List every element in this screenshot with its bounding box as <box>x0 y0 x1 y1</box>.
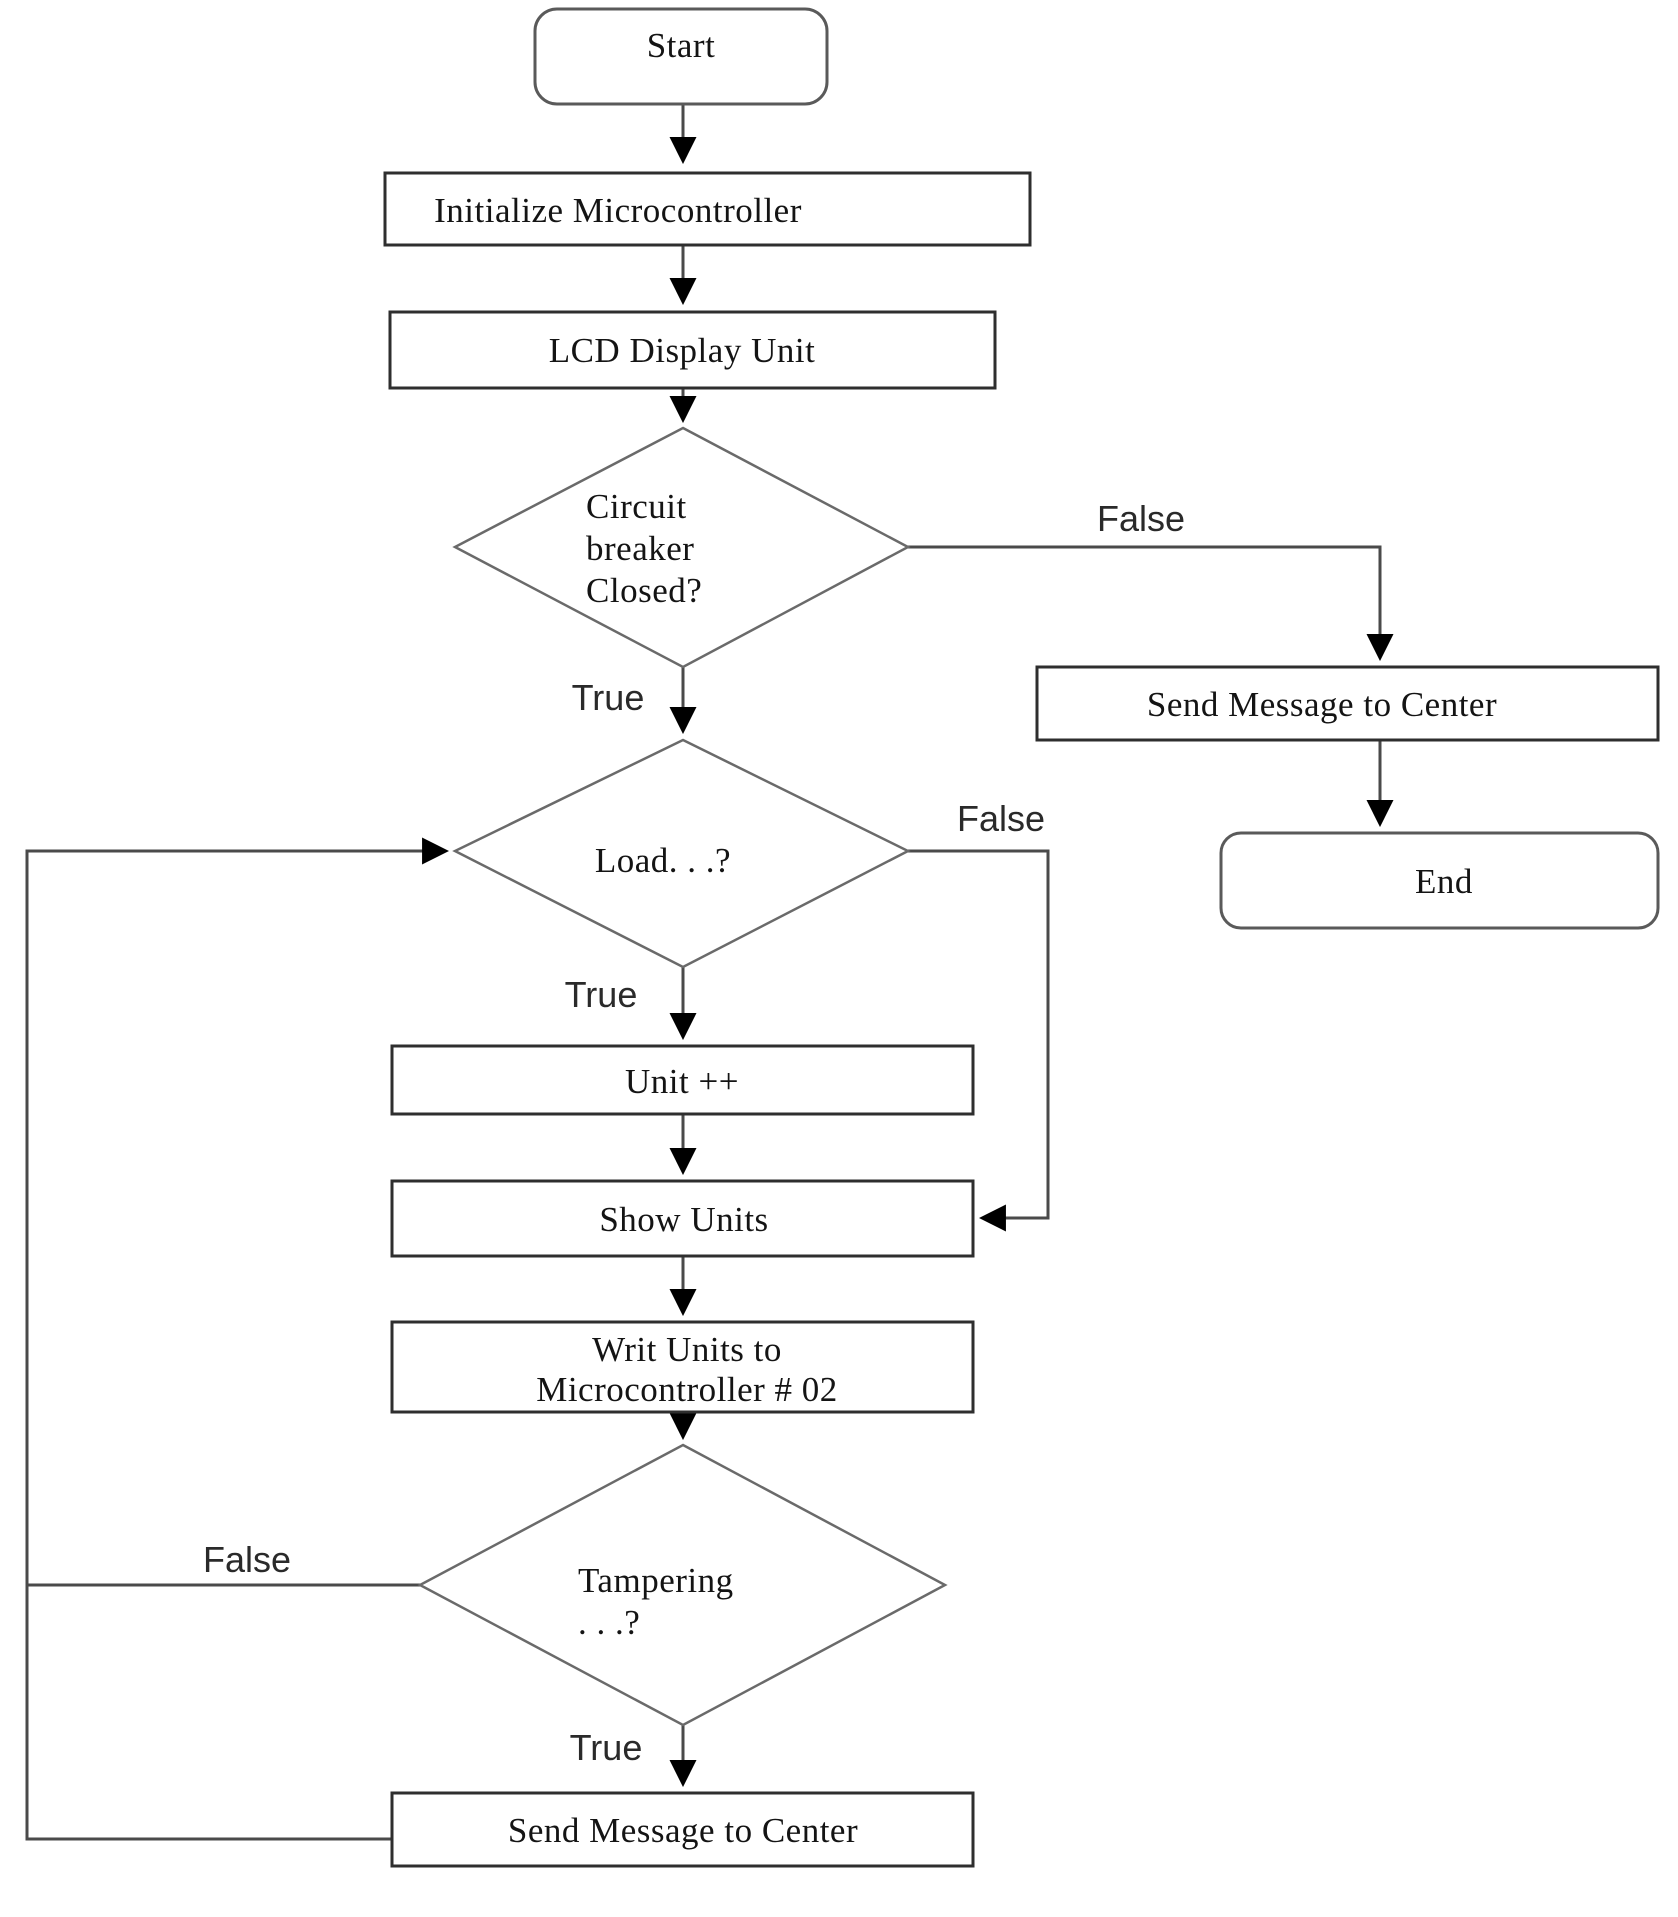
initialize-label: Initialize Microcontroller <box>434 191 802 230</box>
tampering-decision-shape <box>417 1443 948 1727</box>
node-load-decision: Load. . .? <box>452 738 911 969</box>
start-terminator-shape <box>533 7 829 106</box>
node-lcd-display-unit: LCD Display Unit <box>388 310 997 390</box>
node-start: Start <box>533 7 829 106</box>
node-end: End <box>1219 831 1660 930</box>
node-tampering-decision: Tampering . . .? <box>417 1443 948 1727</box>
end-terminator-shape <box>1219 831 1660 930</box>
node-write-units: Writ Units to Microcontroller # 02 <box>390 1320 975 1414</box>
tampering-label-line1: Tampering <box>578 1561 734 1600</box>
send-message-2-label: Send Message to Center <box>508 1811 858 1850</box>
node-unit-increment: Unit ++ <box>390 1044 975 1116</box>
write-units-process-shape <box>390 1320 975 1414</box>
tampering-false-label: False <box>203 1539 291 1580</box>
edge-loop-back-to-load <box>25 837 450 1841</box>
circuit-breaker-label-line3: Closed? <box>586 571 702 610</box>
unit-increment-process-shape <box>390 1044 975 1116</box>
initialize-process-shape <box>383 171 1032 247</box>
tampering-true-label: True <box>570 1727 643 1768</box>
node-circuit-breaker-decision: Circuit breaker Closed? <box>452 426 911 669</box>
send-message-2-process-shape <box>390 1791 975 1868</box>
show-units-process-shape <box>390 1179 975 1258</box>
write-units-label-line2: Microcontroller # 02 <box>536 1370 838 1409</box>
tampering-label-line2: . . .? <box>578 1603 640 1642</box>
unit-increment-label: Unit ++ <box>625 1062 739 1101</box>
node-send-message-to-center-2: Send Message to Center <box>390 1791 975 1868</box>
circuit-breaker-label-line2: breaker <box>586 529 694 568</box>
circuit-breaker-decision-shape <box>452 426 911 669</box>
lcd-label: LCD Display Unit <box>549 331 816 370</box>
lcd-process-shape <box>388 310 997 390</box>
end-label: End <box>1415 862 1473 901</box>
node-send-message-to-center-1: Send Message to Center <box>1035 665 1660 742</box>
load-false-label: False <box>957 798 1045 839</box>
edge-load-false <box>908 849 1050 1232</box>
edge-circuit-breaker-false <box>908 545 1394 662</box>
load-true-label: True <box>565 974 638 1015</box>
load-label: Load. . .? <box>595 841 731 880</box>
node-show-units: Show Units <box>390 1179 975 1258</box>
start-label: Start <box>647 26 716 65</box>
circuit-breaker-true-label: True <box>572 677 645 718</box>
show-units-label: Show Units <box>599 1200 768 1239</box>
write-units-label-line1: Writ Units to <box>592 1330 782 1369</box>
circuit-breaker-false-label: False <box>1097 498 1185 539</box>
node-initialize-microcontroller: Initialize Microcontroller <box>383 171 1032 247</box>
send-message-1-process-shape <box>1035 665 1660 742</box>
circuit-breaker-label-line1: Circuit <box>586 487 687 526</box>
load-decision-shape <box>452 738 911 969</box>
send-message-1-label: Send Message to Center <box>1147 685 1497 724</box>
